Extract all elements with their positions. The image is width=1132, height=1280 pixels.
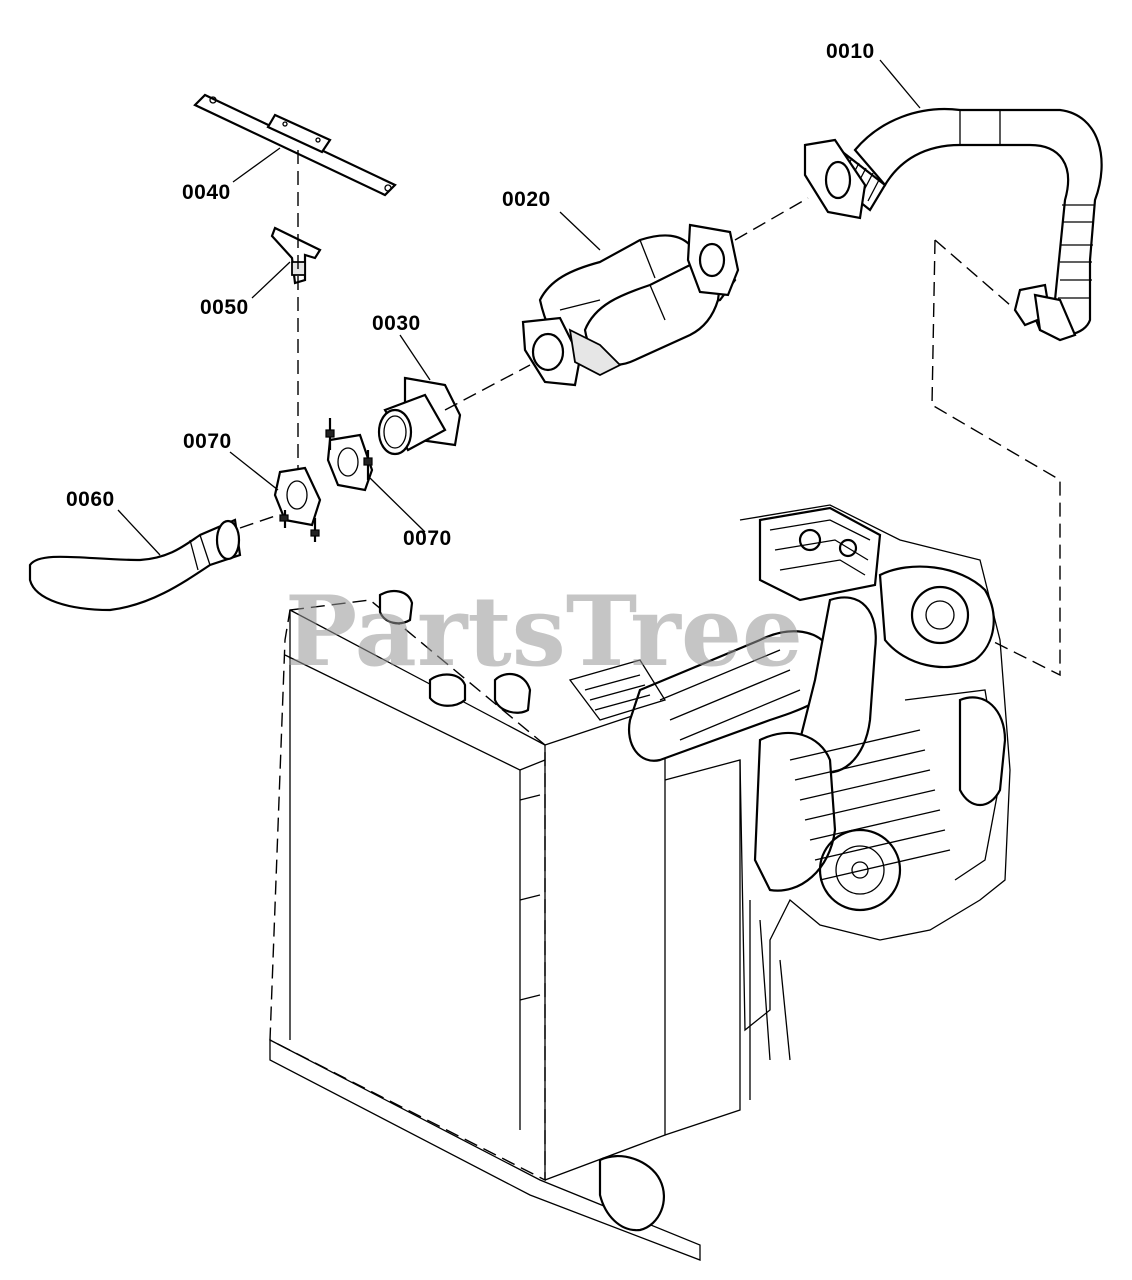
part-0010-exhaust-elbow[interactable] — [803, 108, 1103, 342]
label-part-0070-right[interactable]: 0070 — [403, 527, 452, 550]
label-part-0030[interactable]: 0030 — [372, 312, 421, 335]
part-0020-catalytic-converter[interactable] — [521, 223, 740, 387]
label-part-0070-left[interactable]: 0070 — [183, 430, 232, 453]
part-0070-clamp-right[interactable] — [325, 418, 374, 492]
label-part-0060[interactable]: 0060 — [66, 488, 115, 511]
part-0040-hanger-bracket[interactable] — [193, 93, 397, 197]
part-0050-clip[interactable] — [270, 226, 322, 285]
label-part-0050[interactable]: 0050 — [200, 296, 249, 319]
part-0070-clamp-left[interactable] — [273, 466, 322, 542]
label-part-0040[interactable]: 0040 — [182, 181, 231, 204]
engine-block — [378, 504, 1011, 1100]
radiator-housing — [269, 599, 741, 1261]
part-0030-flange-adapter[interactable] — [377, 376, 462, 456]
part-0060-inlet-pipe[interactable] — [28, 518, 242, 612]
label-part-0020[interactable]: 0020 — [502, 188, 551, 211]
label-part-0010[interactable]: 0010 — [826, 40, 875, 63]
leader-lines — [117, 59, 921, 556]
assembly-guide-lines — [239, 150, 1061, 677]
